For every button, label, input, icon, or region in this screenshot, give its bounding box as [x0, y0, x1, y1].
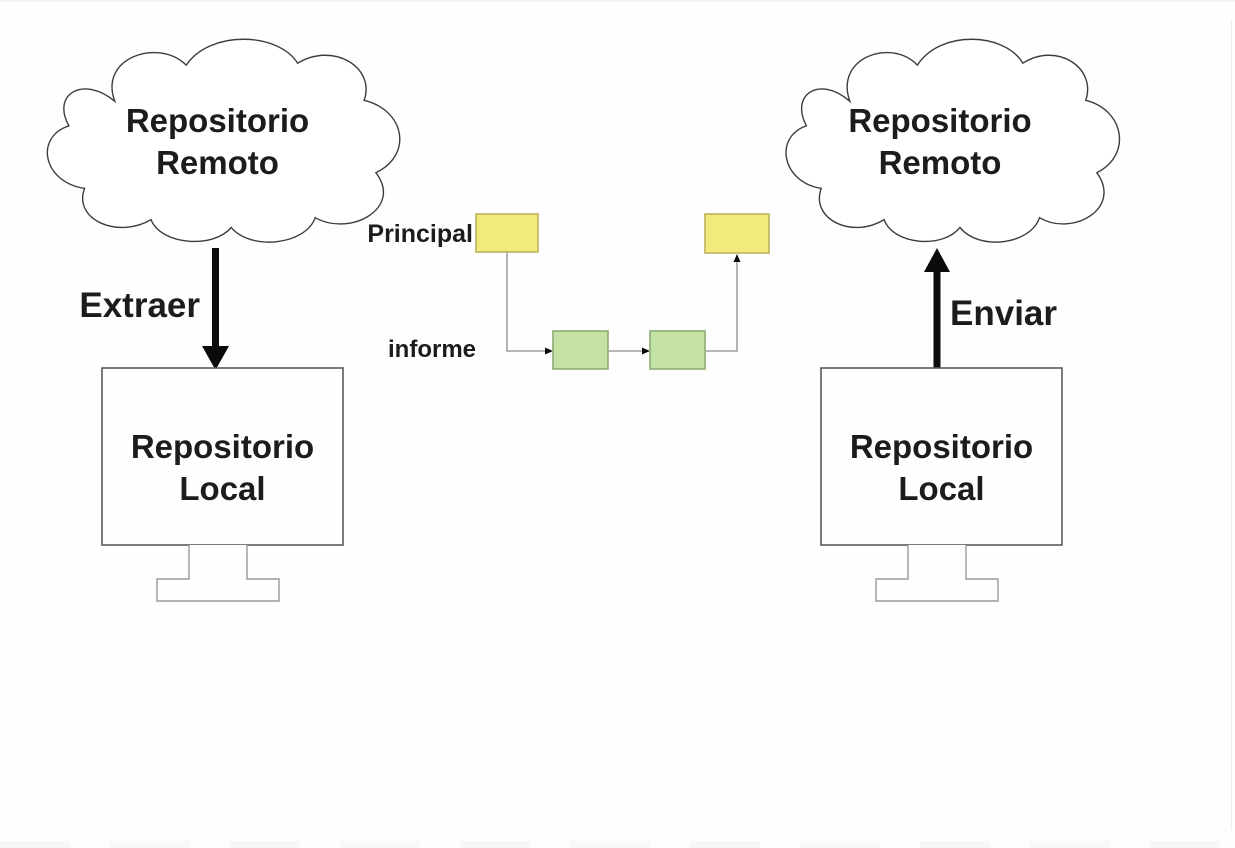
monitor-stand: [156, 545, 280, 602]
local-repo-monitor-right-icon: [820, 367, 1063, 602]
connector-arrowhead-icon: [733, 254, 741, 262]
scan-artifact-top: [0, 0, 1235, 2]
cloud-outline: [786, 39, 1119, 242]
pull-arrow-shaft: [212, 248, 219, 350]
push-arrow-shaft: [933, 270, 941, 368]
connector-arrowhead-icon: [545, 347, 553, 355]
remote-repo-cloud-right-icon: [762, 28, 1132, 248]
connector-arrowhead-icon: [642, 347, 650, 355]
monitor-screen: [101, 367, 344, 546]
main-branch-commit-1: [475, 213, 539, 253]
push-up-arrow-icon: [924, 248, 950, 368]
connector-feature-to-main: [705, 261, 738, 352]
main-branch-commit-2: [704, 213, 770, 254]
scan-artifact-right: [1231, 20, 1232, 830]
monitor-screen: [820, 367, 1063, 546]
scan-artifact-bottom: [0, 841, 1235, 848]
main-branch-label: Principal: [367, 220, 473, 248]
connector-main-to-feature: [506, 252, 546, 352]
pull-arrow-head: [202, 346, 229, 370]
pull-action-label: Extraer: [79, 286, 200, 325]
push-arrow-head: [924, 248, 950, 272]
branch-graph: [475, 213, 770, 370]
pull-down-arrow-icon: [202, 248, 229, 370]
push-action-label: Enviar: [950, 294, 1057, 333]
local-repo-monitor-left-icon: [101, 367, 344, 602]
remote-repo-cloud-left-icon: [22, 28, 413, 248]
feature-branch-label: informe: [388, 336, 477, 363]
feature-branch-commit-2: [649, 330, 706, 370]
feature-branch-commit-1: [552, 330, 609, 370]
monitor-stand: [875, 545, 999, 602]
cloud-outline: [47, 39, 399, 242]
